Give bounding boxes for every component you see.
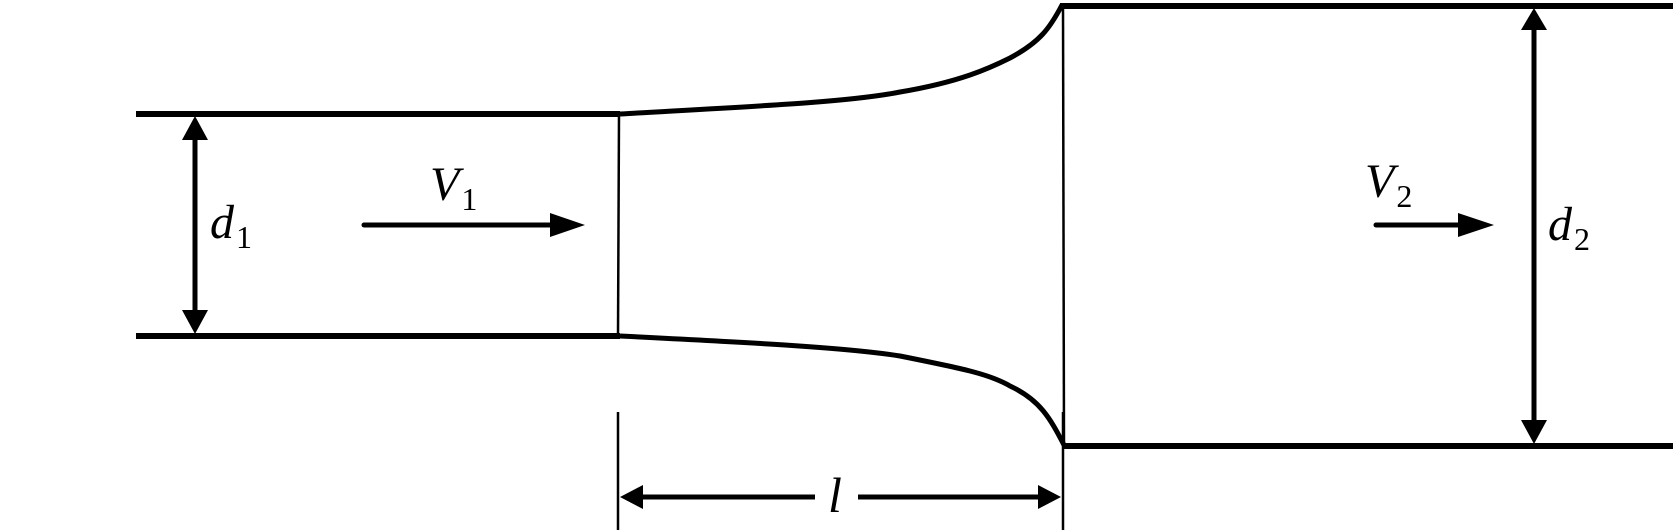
v2-arrowhead xyxy=(1458,213,1494,237)
expansion-start-line xyxy=(616,113,621,337)
expansion-bottom-wall xyxy=(619,333,1067,447)
expansion-end-line xyxy=(1061,4,1066,447)
v2-label: V2 xyxy=(1365,155,1412,214)
length-label: l xyxy=(828,467,842,523)
d1-arrowhead-bottom xyxy=(182,310,208,334)
length-arrowhead-right xyxy=(1038,485,1061,509)
v1-arrowhead xyxy=(550,213,585,237)
d2-label: d2 xyxy=(1548,198,1590,257)
d2-arrowhead-bottom xyxy=(1521,420,1547,444)
d2-subscript: 2 xyxy=(1574,221,1590,257)
d1-subscript: 1 xyxy=(236,219,252,255)
expansion-top-wall xyxy=(619,3,1065,117)
d1-label: d1 xyxy=(210,196,252,255)
length-arrowhead-left xyxy=(620,485,643,509)
d2-arrowhead-top xyxy=(1521,8,1547,30)
d1-arrowhead-top xyxy=(182,116,208,140)
v2-subscript: 2 xyxy=(1396,178,1412,214)
v1-subscript: 1 xyxy=(461,181,477,217)
v1-label: V1 xyxy=(430,158,477,217)
